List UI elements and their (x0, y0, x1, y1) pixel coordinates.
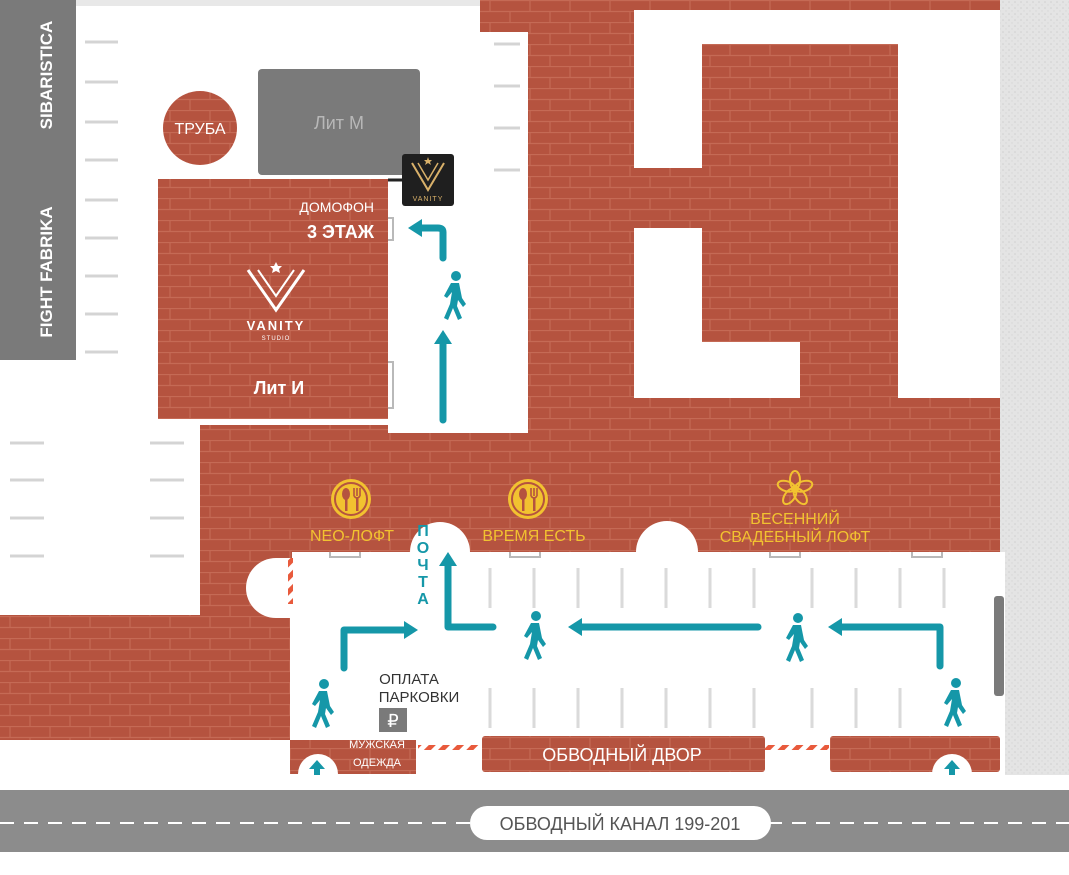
fight-fabrika-label: FIGHT FABRIKA (37, 206, 56, 337)
courtyard-label: ОБВОДНЫЙ ДВОР (542, 744, 702, 765)
entrance-arrow-icon (944, 760, 960, 775)
parking-label-2: ПАРКОВКИ (379, 689, 460, 706)
route (340, 224, 944, 672)
neo-loft-icon (330, 478, 372, 520)
courtyard-building (482, 736, 765, 772)
vesenniy-label-2: СВАДЕБНЫЙ ЛОФТ (720, 527, 871, 546)
vanity-brand: VANITY (247, 318, 306, 333)
vanity-logo (246, 262, 306, 313)
barrier-left (288, 558, 293, 604)
sibaristica-label: SIBARISTICA (37, 21, 56, 130)
arrow-heads (404, 219, 842, 639)
lit-i-building (158, 179, 388, 419)
intercom-label: ДОМОФОН (299, 199, 374, 215)
floor-label: 3 ЭТАЖ (307, 222, 375, 242)
vremya-est-label: ВРЕМЯ ЕСТЬ (482, 528, 585, 545)
parking-label-1: ОПЛАТА (379, 671, 439, 688)
arrow-up-icon (434, 330, 452, 344)
lit-i-label: Лит И (254, 378, 304, 398)
parking-payment-box (379, 708, 407, 732)
truba-label: ТРУБА (174, 121, 225, 138)
neo-loft-label: NEO-ЛОФТ (310, 528, 394, 545)
mens-clothing-label-2: ОДЕЖДА (353, 757, 402, 769)
lit-m-building (258, 69, 420, 175)
vanity-sign-label: VANITY (413, 196, 444, 203)
truba-building (163, 91, 237, 165)
lit-m-label: Лит М (314, 113, 364, 133)
address-badge (470, 806, 771, 840)
brick-building-main (200, 0, 1005, 552)
vremya-est-icon (507, 478, 549, 520)
arrow-left-icon (828, 618, 842, 636)
barrier-bottom-2 (765, 745, 829, 750)
vanity-sub: STUDIO (262, 336, 291, 342)
flower-icon (776, 470, 814, 506)
barrier-bottom-1 (418, 745, 480, 750)
arrow-right-icon (404, 621, 418, 639)
neighbor-building (0, 0, 76, 360)
mens-clothing-label-1: МУЖСКАЯ (349, 739, 405, 751)
arrow-left-icon (408, 219, 422, 237)
building-bottom-right (830, 736, 1000, 772)
entrance-arrow-icon (309, 760, 325, 775)
arrow-left-icon (568, 618, 582, 636)
vesenniy-label-1: ВЕСЕННИЙ (750, 509, 840, 528)
ruble-icon: ₽ (387, 711, 398, 731)
address-label: ОБВОДНЫЙ КАНАЛ 199-201 (500, 813, 741, 834)
brick-building-bottom-left (0, 552, 292, 740)
arrow-up-icon (439, 552, 457, 566)
sidewalk-right (1005, 0, 1069, 775)
